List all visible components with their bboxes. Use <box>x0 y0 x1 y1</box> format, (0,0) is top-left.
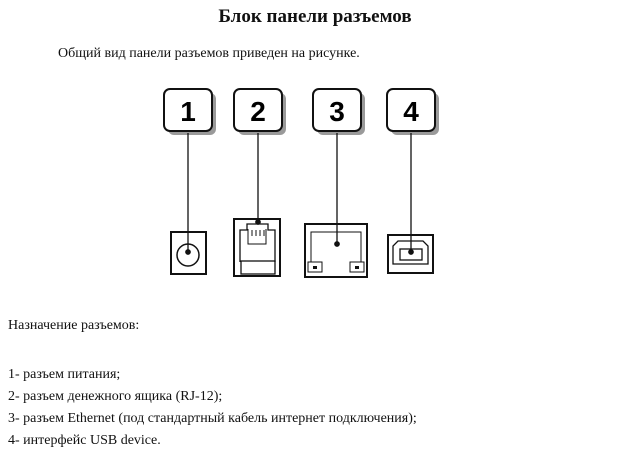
leader-lines <box>185 133 414 255</box>
list-item: 3- разъем Ethernet (под стандартный кабе… <box>8 411 417 426</box>
usb-b-port-icon <box>387 234 434 274</box>
rj12-port-icon <box>233 218 281 277</box>
purpose-heading: Назначение разъемов: <box>8 318 140 333</box>
connector-number-3: 3 <box>329 96 345 127</box>
list-item: 2- разъем денежного ящика (RJ-12); <box>8 389 223 404</box>
number-box-4: 4 <box>386 88 439 135</box>
list-item: 4- интерфейс USB device. <box>8 433 161 448</box>
connector-purpose-list: 1- разъем питания; 2- разъем денежного я… <box>8 364 417 452</box>
number-box-2: 2 <box>233 88 286 135</box>
connector-number-1: 1 <box>180 96 196 127</box>
page-title: Блок панели разъемов <box>218 6 412 27</box>
list-item: 1- разъем питания; <box>8 367 121 382</box>
power-jack-icon <box>170 231 207 275</box>
connector-number-2: 2 <box>250 96 266 127</box>
number-box-1: 1 <box>163 88 216 135</box>
connector-number-4: 4 <box>403 96 419 127</box>
ethernet-port-icon <box>304 223 368 278</box>
number-box-3: 3 <box>312 88 365 135</box>
intro-text: Общий вид панели разъемов приведен на ри… <box>58 46 360 61</box>
